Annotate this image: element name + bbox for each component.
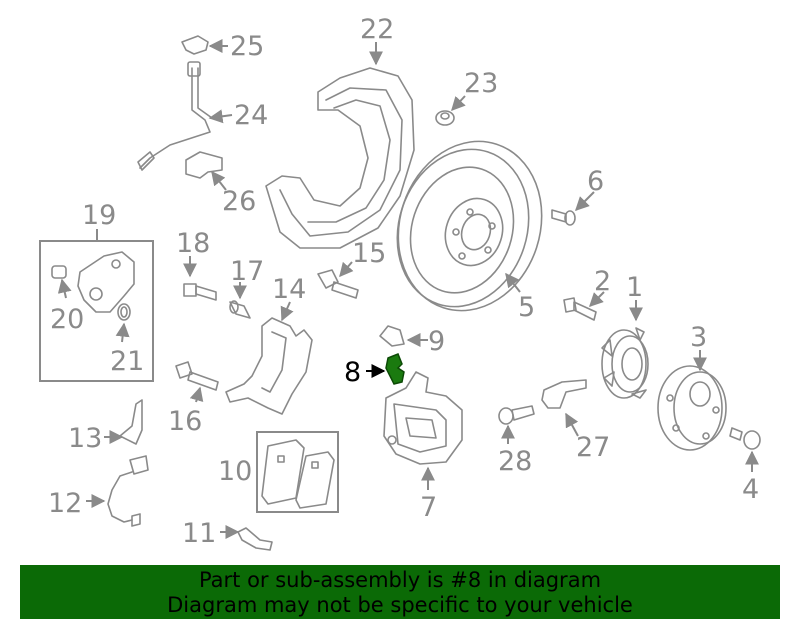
parts-diagram: 25 24 26 22 23 <box>39 14 761 551</box>
callout-26: 26 <box>222 186 256 217</box>
part-7-caliper[interactable] <box>383 371 463 490</box>
callout-5: 5 <box>518 292 535 323</box>
banner-line-2: Diagram may not be specific to your vehi… <box>167 593 633 617</box>
part-27-bracket[interactable] <box>541 379 587 437</box>
part-20-bolt[interactable] <box>51 265 72 299</box>
callout-24: 24 <box>234 100 268 131</box>
part-21-seal[interactable] <box>115 303 131 343</box>
callout-16: 16 <box>168 406 202 437</box>
callout-27: 27 <box>576 432 610 463</box>
part-1-wheel-bearing[interactable] <box>601 300 649 399</box>
part-14-caliper-bracket[interactable] <box>225 301 313 415</box>
part-8-bleeder-screw[interactable] <box>366 353 405 385</box>
callout-1: 1 <box>626 272 643 303</box>
callout-19: 19 <box>82 200 116 231</box>
callout-6: 6 <box>587 166 604 197</box>
part-19-caliper-motor[interactable] <box>77 251 135 313</box>
part-9-clip[interactable] <box>379 325 428 347</box>
callout-3: 3 <box>690 322 707 353</box>
callout-18: 18 <box>176 228 210 259</box>
callout-21: 21 <box>110 346 144 377</box>
part-4-wheel-bolt[interactable] <box>729 427 761 472</box>
callout-17: 17 <box>230 256 264 287</box>
part-16-bolt[interactable] <box>175 361 219 403</box>
banner-line-1: Part or sub-assembly is #8 in diagram <box>198 568 602 592</box>
part-23-bolt[interactable] <box>435 95 466 126</box>
part-25-clip[interactable] <box>181 35 228 55</box>
callout-7: 7 <box>420 492 437 523</box>
callout-8: 8 <box>344 357 361 388</box>
callout-23: 23 <box>464 68 498 99</box>
part-18-bolt[interactable] <box>183 256 217 301</box>
callout-15: 15 <box>352 238 386 269</box>
callout-13: 13 <box>68 423 102 454</box>
callout-28: 28 <box>498 446 532 477</box>
part-6-bolt[interactable] <box>551 191 595 226</box>
part-24-sensor-harness[interactable] <box>137 61 233 171</box>
part-11-clip[interactable] <box>220 525 273 551</box>
part-28-bolt[interactable] <box>498 405 535 444</box>
part-12-sensor-wire[interactable] <box>86 455 149 527</box>
callout-4: 4 <box>742 474 759 505</box>
part-5-brake-rotor[interactable] <box>377 123 563 330</box>
callout-20: 20 <box>50 304 84 335</box>
callout-11: 11 <box>182 518 216 549</box>
part-17-guide-pin[interactable] <box>229 282 251 319</box>
part-26-bracket[interactable] <box>185 151 227 191</box>
part-3-hub[interactable] <box>657 350 727 451</box>
callout-14: 14 <box>272 274 306 305</box>
part-22-splash-shield[interactable] <box>265 42 415 249</box>
group-10-box <box>256 431 339 513</box>
info-banner: Part or sub-assembly is #8 in diagram Di… <box>20 565 780 619</box>
part-13-bracket[interactable] <box>104 399 143 445</box>
part-2-bolt[interactable] <box>563 291 605 321</box>
part-15-bolt[interactable] <box>317 261 359 299</box>
callout-2: 2 <box>594 266 611 297</box>
callout-22: 22 <box>360 14 394 45</box>
callout-25: 25 <box>230 31 264 62</box>
callout-10: 10 <box>218 456 252 487</box>
callout-12: 12 <box>48 488 82 519</box>
part-10-brake-pads[interactable] <box>261 439 335 509</box>
callout-9: 9 <box>428 326 445 357</box>
